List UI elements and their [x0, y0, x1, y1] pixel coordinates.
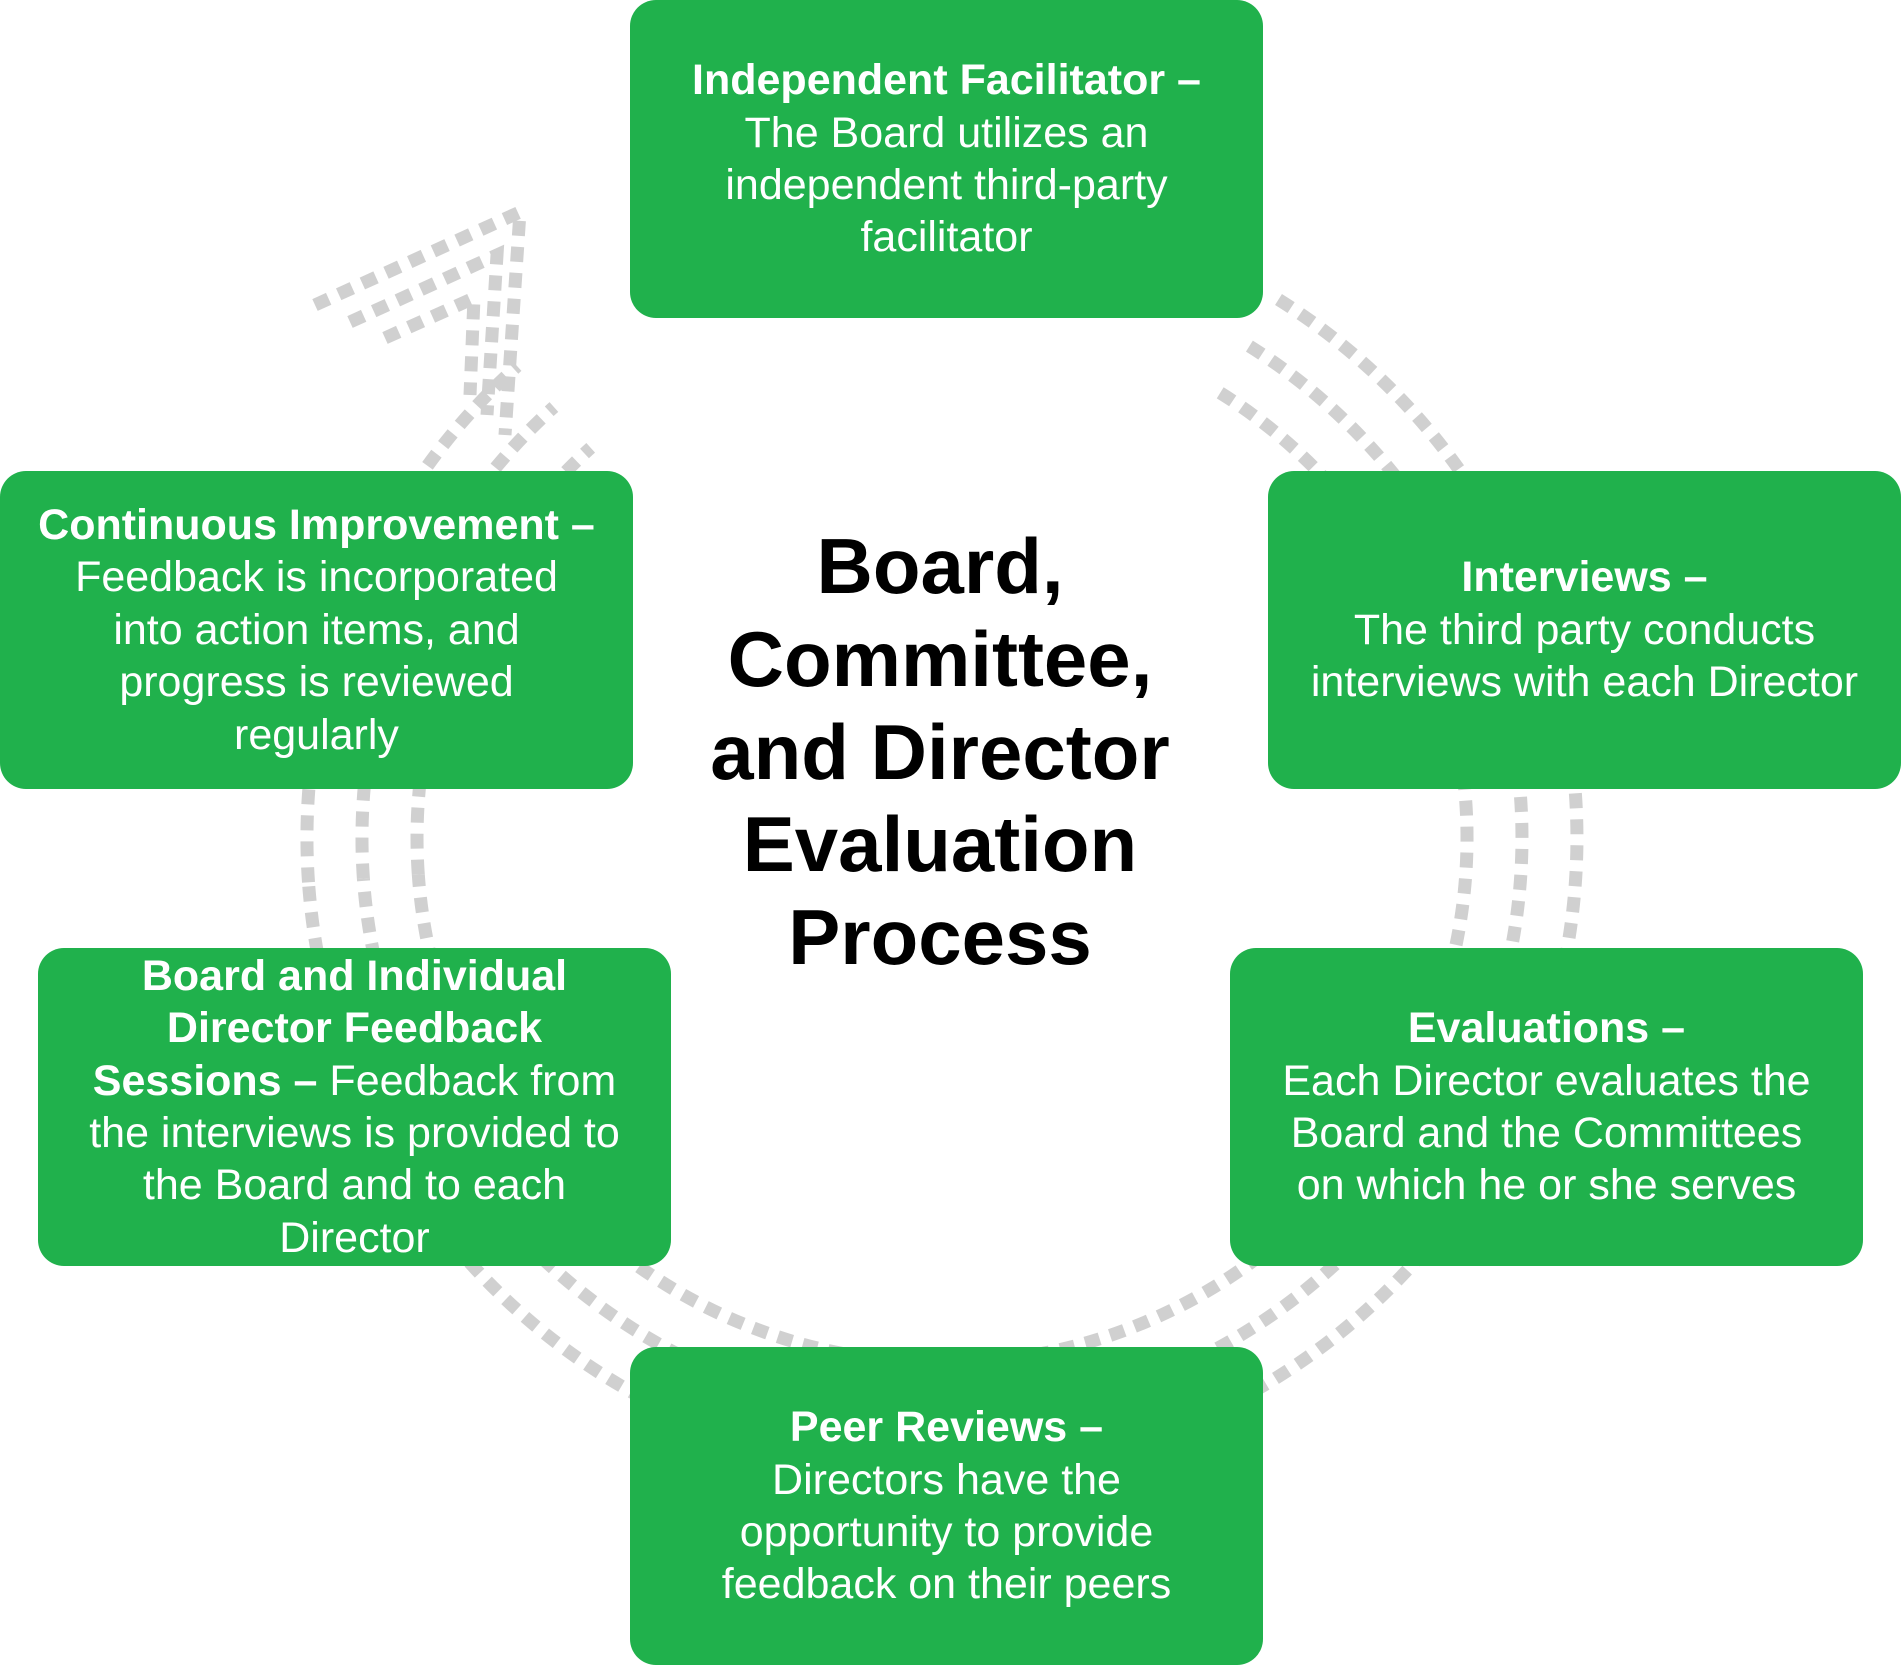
step-title: Continuous Improvement — [38, 500, 559, 549]
step-description-line: The third party conducts — [1353, 605, 1816, 654]
cycle-arrow-head — [382, 287, 481, 396]
step-description-line: interviews with each Director — [1310, 658, 1859, 707]
step-box-evaluations: Evaluations – Each Director evaluates th… — [1230, 948, 1863, 1266]
center-title-line: and Director — [710, 707, 1170, 796]
step-description-line: the Board and to each — [142, 1161, 567, 1210]
step-description-line: the interviews is provided to — [89, 1109, 620, 1157]
step-title: Independent Facilitator — [692, 56, 1166, 105]
step-description-line: Feedback from — [329, 1056, 617, 1105]
center-title-line: Evaluation — [742, 800, 1138, 889]
step-description-line: facilitator — [860, 213, 1033, 262]
center-title-line: Board, — [816, 522, 1064, 610]
step-title: Interviews — [1461, 553, 1672, 602]
step-box-independent-facilitator: Independent Facilitator – The Board util… — [630, 0, 1263, 318]
step-separator: – — [281, 1056, 330, 1105]
center-title: Board, Committee, and Director Evaluatio… — [690, 520, 1190, 984]
step-title-line: Director Feedback — [166, 1004, 543, 1053]
step-box-feedback-sessions: Board and Individual Director Feedback S… — [38, 948, 671, 1266]
step-description-line: progress is reviewed — [119, 658, 514, 707]
step-description-line: on which he or she serves — [1296, 1161, 1797, 1210]
step-description-line: into action items, and — [113, 605, 520, 654]
step-description-line: Directors have the — [772, 1455, 1121, 1504]
step-box-peer-reviews: Peer Reviews – Directors have the opport… — [630, 1347, 1263, 1665]
step-title-line: Board and Individual — [141, 951, 568, 1000]
step-box-continuous-improvement: Continuous Improvement – Feedback is inc… — [0, 471, 633, 789]
step-separator: – — [1067, 1403, 1104, 1452]
step-separator: – — [1165, 56, 1201, 105]
center-title-line: Committee, — [727, 614, 1153, 703]
step-description-line: independent third-party — [725, 161, 1168, 209]
cycle-arrow-head — [347, 244, 505, 416]
step-title: Evaluations — [1407, 1004, 1650, 1053]
step-box-interviews: Interviews – The third party conducts in… — [1268, 471, 1901, 789]
step-description-line: Director — [279, 1213, 430, 1262]
step-title: Peer Reviews — [789, 1403, 1068, 1452]
step-description-line: feedback on their peers — [721, 1560, 1172, 1609]
step-description-line: regularly — [234, 710, 399, 759]
step-separator: – — [558, 500, 595, 549]
step-description-line: The Board utilizes an — [744, 108, 1149, 157]
step-description-line: Each Director evaluates the — [1282, 1056, 1811, 1105]
center-title-line: Process — [788, 893, 1092, 982]
step-description-line: Feedback is incorporated — [75, 553, 558, 602]
step-separator: – — [1671, 553, 1708, 602]
step-separator: – — [1649, 1004, 1686, 1053]
step-title-line: Sessions — [92, 1056, 282, 1105]
step-description-line: Board and the Committees — [1290, 1109, 1803, 1157]
step-description-line: opportunity to provide — [739, 1508, 1154, 1556]
cycle-arrow-head — [312, 201, 528, 436]
